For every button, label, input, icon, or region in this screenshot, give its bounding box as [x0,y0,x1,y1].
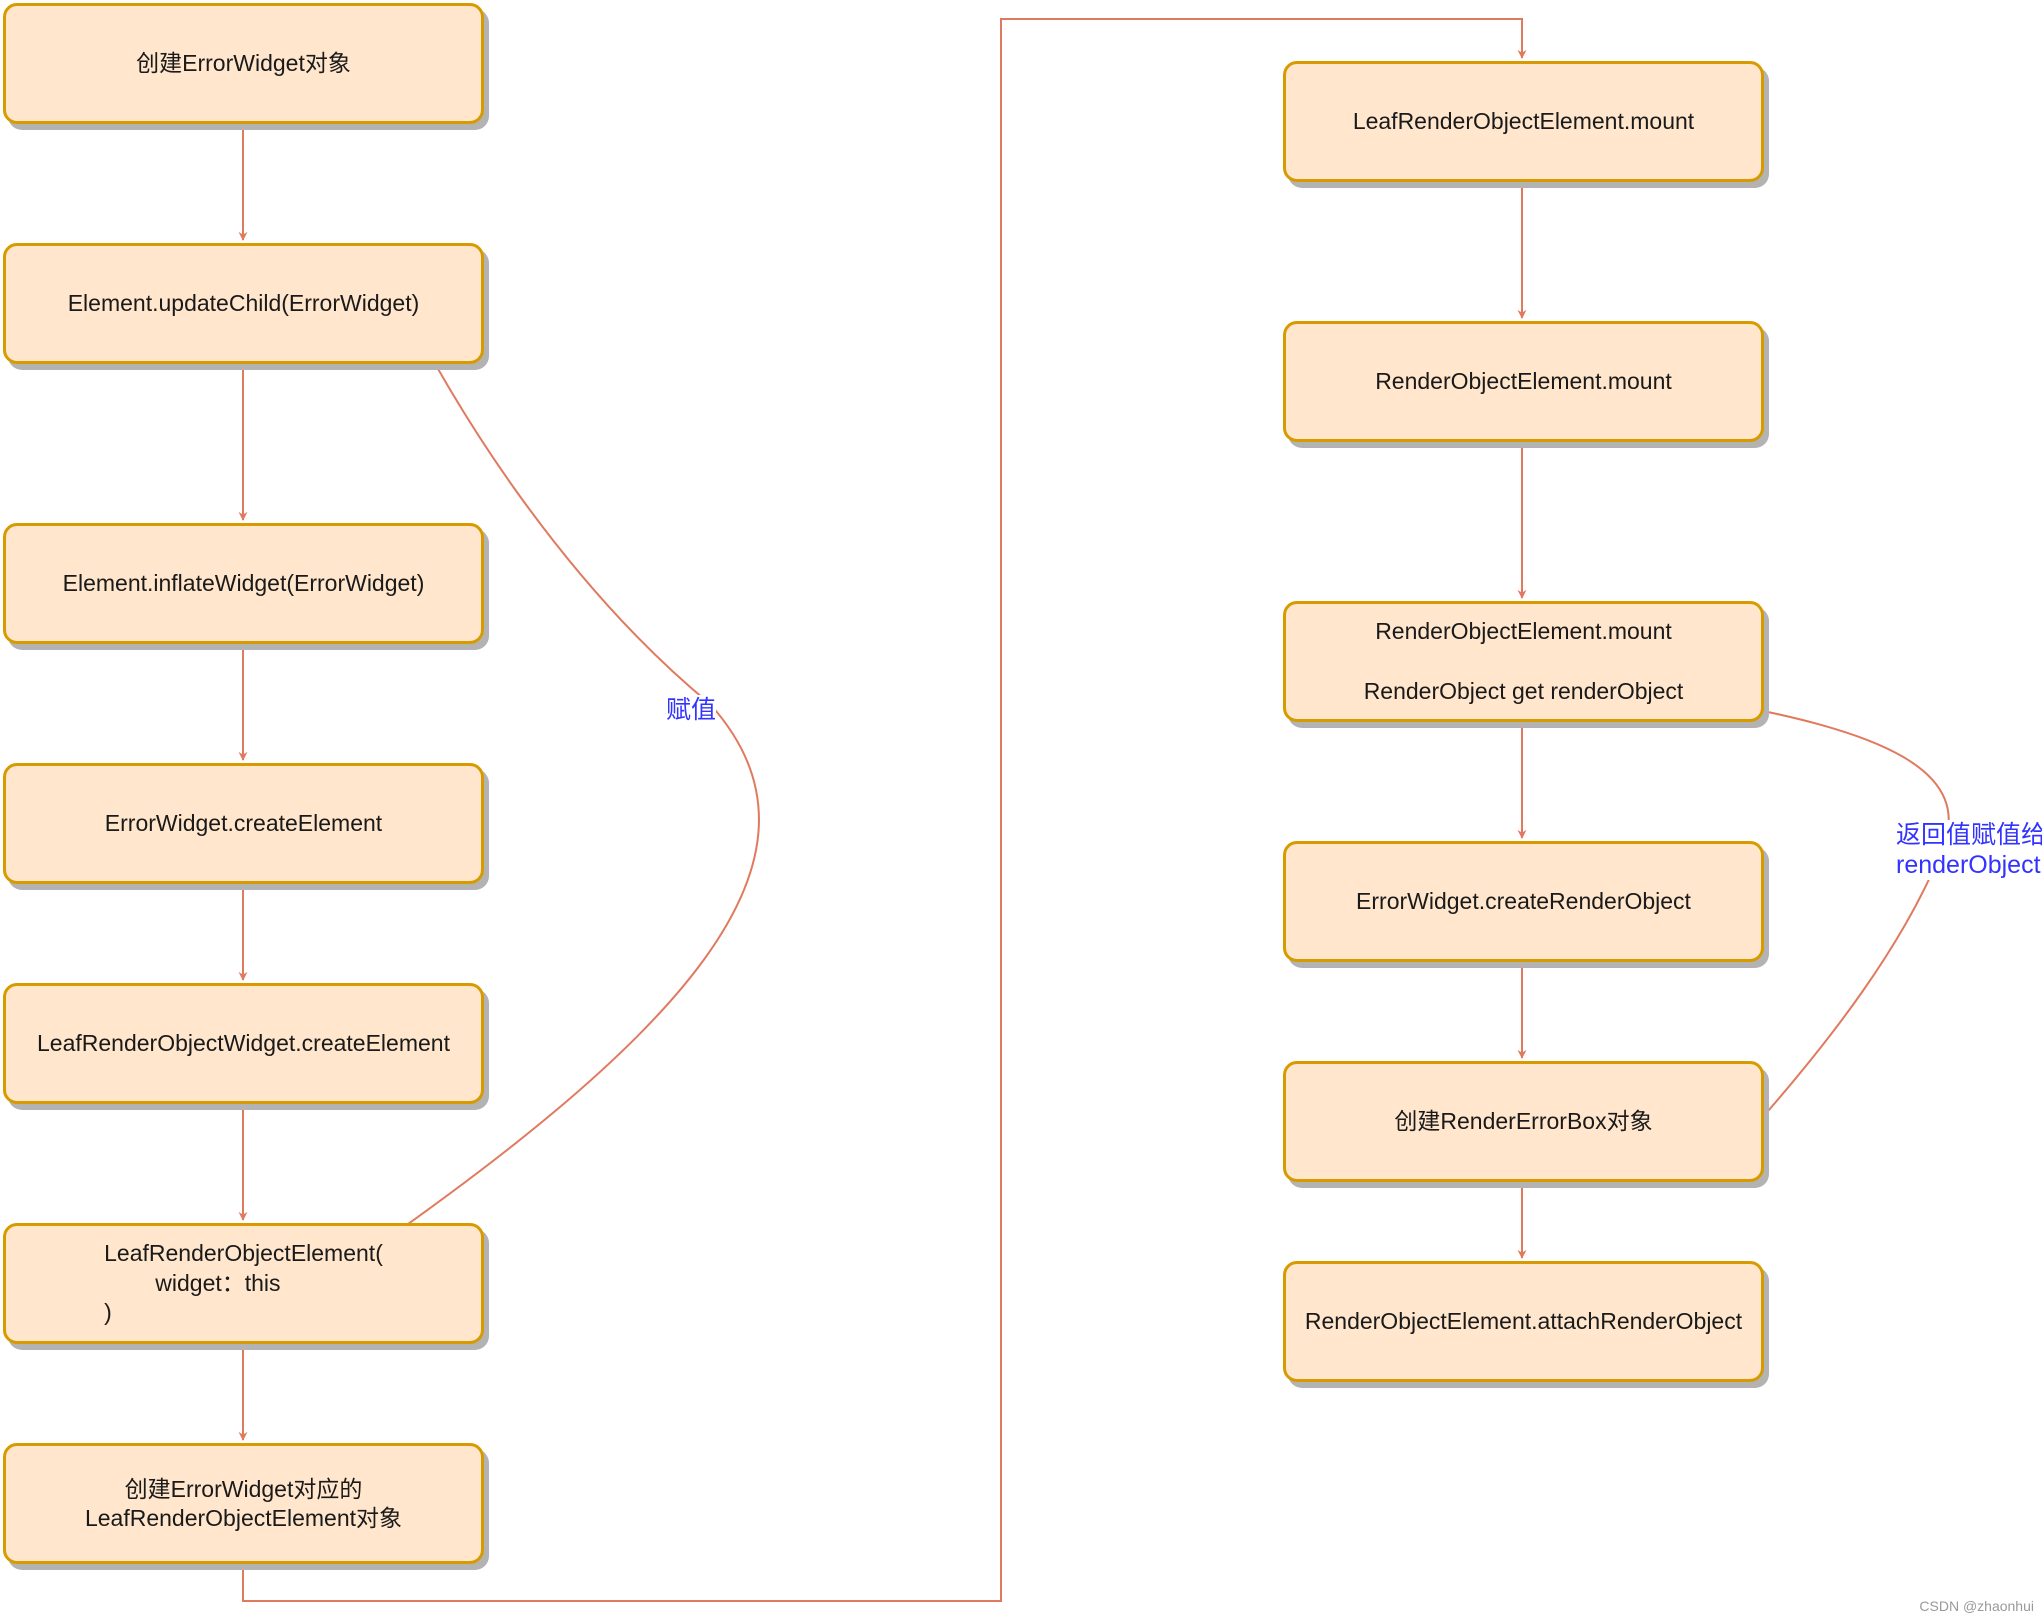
edge-label-return-assign: 返回值赋值给 renderObject [1896,820,2042,880]
node-leafrenderobjectelement-constructor: LeafRenderObjectElement( widget：this ) [3,1223,484,1344]
node-label: RenderObjectElement.mount [1375,367,1672,394]
node-label: 创建RenderErrorBox对象 [1394,1107,1653,1134]
node-label: LeafRenderObjectWidget.createElement [37,1029,450,1056]
node-label: LeafRenderObjectElement( widget：this ) [104,1239,383,1326]
node-label: LeafRenderObjectElement.mount [1352,107,1695,134]
node-errorwidget-createelement: ErrorWidget.createElement [3,763,484,884]
node-label: Element.updateChild(ErrorWidget) [67,289,420,316]
node-label: ErrorWidget.createElement [104,809,383,836]
node-leafrenderobjectelement-mount: LeafRenderObjectElement.mount [1283,61,1764,182]
node-label-line2: RenderObject get renderObject [1363,677,1684,704]
node-label: 创建ErrorWidget对应的 LeafRenderObjectElement… [84,1475,403,1531]
node-renderobjectelement-attachrenderobject: RenderObjectElement.attachRenderObject [1283,1261,1764,1382]
node-label: Element.inflateWidget(ErrorWidget) [62,569,425,596]
node-renderobjectelement-mount-renderobject: RenderObjectElement.mount RenderObject g… [1283,601,1764,722]
node-create-errorwidget: 创建ErrorWidget对象 [3,3,484,124]
node-label-line1: RenderObjectElement.mount [1375,617,1672,644]
node-renderobjectelement-mount: RenderObjectElement.mount [1283,321,1764,442]
curve-assign-widget [323,305,760,1284]
edge-label-assign: 赋值 [666,695,717,725]
arrow-left-to-right-column [242,18,1527,1602]
edge-label-text: 赋值 [666,696,717,724]
edge-label-line1: 返回值赋值给 [1896,821,2042,849]
node-label: 创建ErrorWidget对象 [136,49,351,76]
node-errorwidget-createrenderobject: ErrorWidget.createRenderObject [1283,841,1764,962]
node-element-updatechild: Element.updateChild(ErrorWidget) [3,243,484,364]
node-create-rendererrorbox: 创建RenderErrorBox对象 [1283,1061,1764,1182]
node-label: ErrorWidget.createRenderObject [1356,887,1691,914]
node-element-inflatewidget: Element.inflateWidget(ErrorWidget) [3,523,484,644]
node-label: RenderObjectElement.attachRenderObject [1304,1307,1743,1334]
node-create-leafrenderobjectelement: 创建ErrorWidget对应的 LeafRenderObjectElement… [3,1443,484,1564]
edge-label-line2: renderObject [1896,851,2041,879]
node-leafrenderobjectwidget-createelement: LeafRenderObjectWidget.createElement [3,983,484,1104]
watermark-text: CSDN @zhaonhui [1919,1598,2034,1614]
